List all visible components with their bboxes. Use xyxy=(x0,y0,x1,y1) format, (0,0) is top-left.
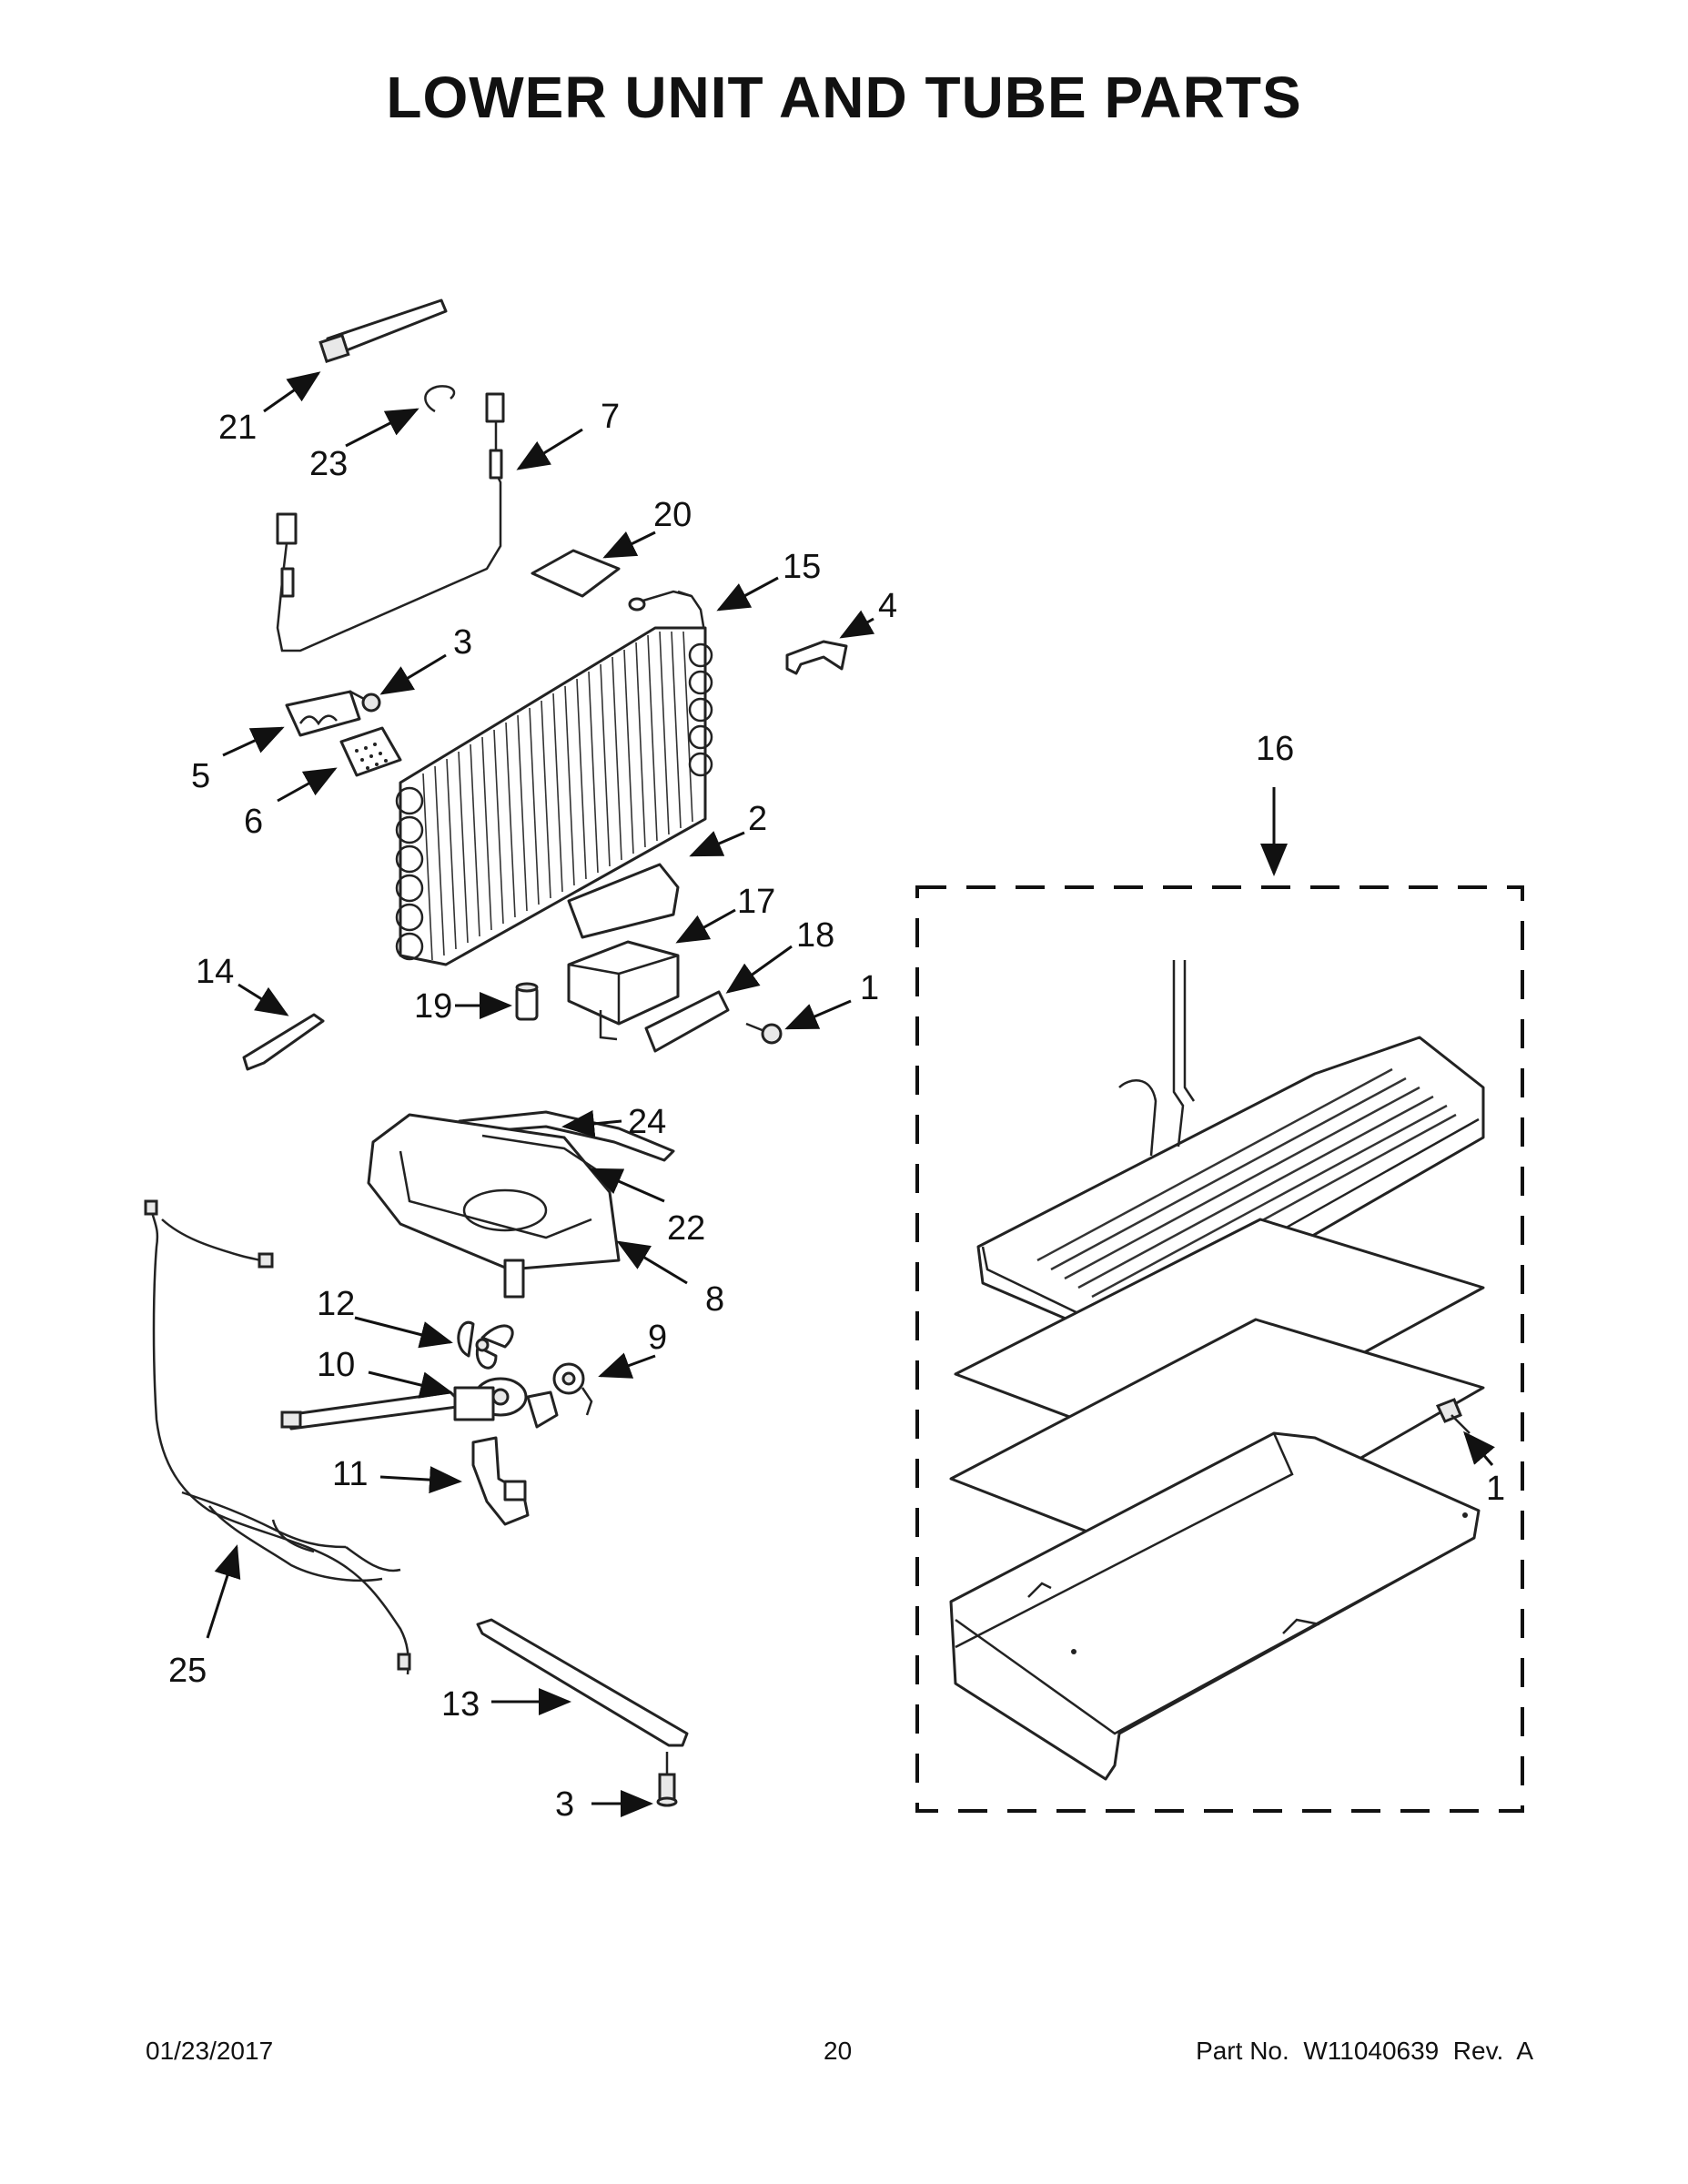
footer-page-number: 20 xyxy=(824,2037,853,2065)
evaporator-tube-part xyxy=(628,590,707,638)
callout-21: 21 xyxy=(218,409,257,447)
cable-tie-part xyxy=(318,298,448,364)
wire-harness-part xyxy=(144,1199,411,1675)
page-title: LOWER UNIT AND TUBE PARTS xyxy=(386,65,1302,130)
thermistor-harness-part xyxy=(276,392,505,652)
screw-part-bottom xyxy=(656,1752,678,1807)
callout-13: 13 xyxy=(441,1685,480,1724)
footer-date: 01/23/2017 xyxy=(146,2037,274,2065)
callout-17: 17 xyxy=(737,883,775,921)
fan-blade-part xyxy=(457,1320,514,1370)
drain-pan-part xyxy=(949,960,1485,1781)
callout-12: 12 xyxy=(317,1285,355,1323)
callout-5: 5 xyxy=(191,757,210,795)
motor-grommet-part xyxy=(552,1362,593,1416)
callout-1-lower: 1 xyxy=(1486,1470,1505,1508)
strip-part xyxy=(476,1618,689,1747)
footer-part-number: Part No. W11040639 Rev. A xyxy=(1196,2037,1533,2065)
callout-9: 9 xyxy=(648,1319,667,1357)
callout-19: 19 xyxy=(414,987,452,1026)
callout-14: 14 xyxy=(196,953,234,991)
callout-15: 15 xyxy=(783,548,821,586)
screw-part-lower xyxy=(1435,1398,1471,1434)
callout-7: 7 xyxy=(601,398,620,436)
callout-24: 24 xyxy=(628,1103,666,1141)
callout-11: 11 xyxy=(332,1455,368,1493)
callout-20: 20 xyxy=(653,496,692,534)
callout-23: 23 xyxy=(309,445,348,483)
callout-2: 2 xyxy=(748,800,767,838)
insulation-pad-part xyxy=(567,863,680,939)
callout-6: 6 xyxy=(244,803,263,841)
callout-4: 4 xyxy=(878,587,897,625)
bracket-part xyxy=(785,640,848,675)
fan-shroud-part xyxy=(367,1113,621,1299)
drain-pan-assembly-box xyxy=(915,885,1524,1813)
callout-16: 16 xyxy=(1256,730,1294,768)
screw-part-top xyxy=(349,690,381,713)
callout-3-top: 3 xyxy=(453,623,472,662)
callout-10: 10 xyxy=(317,1346,355,1384)
clip-part xyxy=(424,385,456,413)
callout-1-upper: 1 xyxy=(860,969,879,1007)
callout-18: 18 xyxy=(796,916,834,955)
heater-plate-part xyxy=(339,726,402,777)
evaporator-part xyxy=(395,626,713,966)
motor-bracket-part xyxy=(471,1436,530,1526)
bracket-box-part xyxy=(567,940,680,1041)
heater-bracket-part xyxy=(285,690,361,737)
callout-3-bottom: 3 xyxy=(555,1785,574,1824)
screw-part-upper xyxy=(745,1022,783,1045)
callout-8: 8 xyxy=(705,1280,724,1319)
spacer-part xyxy=(515,982,539,1021)
fan-motor-part xyxy=(280,1377,559,1431)
cover-plate-part xyxy=(644,990,730,1053)
pad-part xyxy=(531,549,621,598)
thermostat-clip-part xyxy=(242,1013,325,1071)
callout-25: 25 xyxy=(168,1652,207,1690)
callout-22: 22 xyxy=(667,1209,705,1248)
